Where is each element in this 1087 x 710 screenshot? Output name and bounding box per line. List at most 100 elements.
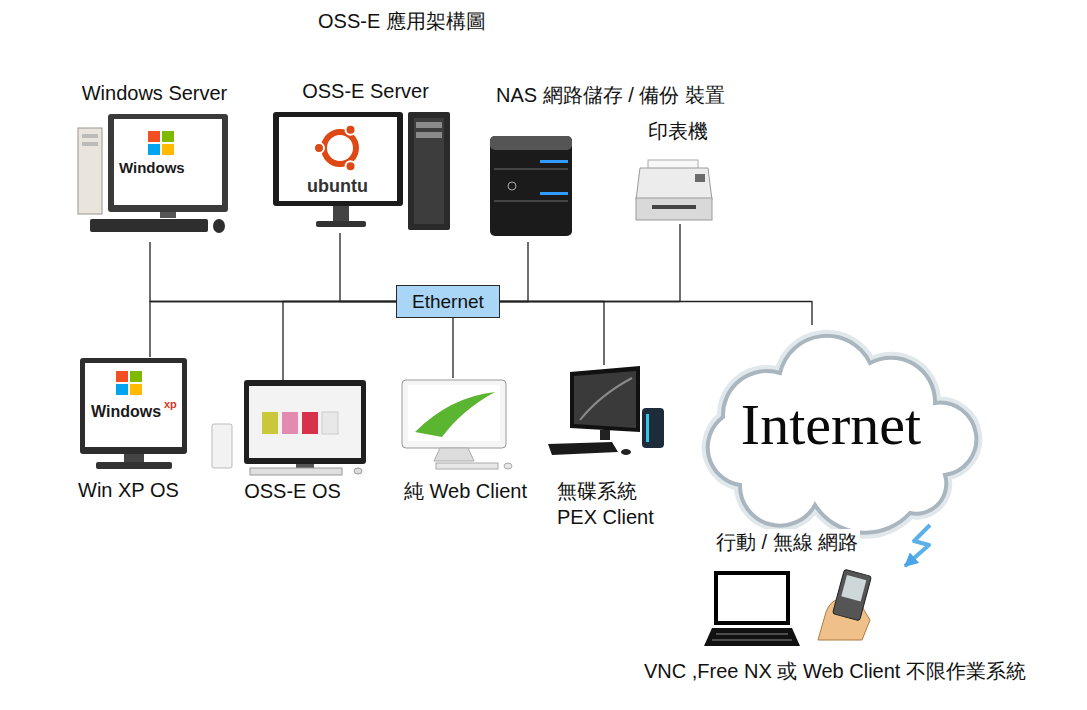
ethernet-wire xyxy=(500,242,528,302)
nas-device-icon-part xyxy=(494,200,568,202)
internet-cloud: Internet xyxy=(695,325,967,525)
windows-server-icon xyxy=(78,114,228,233)
eebox-pc-icon-part xyxy=(250,468,342,475)
eebox-pc-icon xyxy=(212,380,366,475)
ubuntu-server-icon-part xyxy=(279,117,397,201)
wireless-link xyxy=(905,525,930,566)
ethernet-wire xyxy=(283,302,396,381)
eebox-pc-icon-part xyxy=(262,412,278,434)
cloud-shape xyxy=(708,336,977,533)
eebox-pc-icon-part xyxy=(244,380,366,464)
diskless-pc-icon-part xyxy=(570,366,640,432)
printer-icon-part xyxy=(636,168,712,200)
nas-device-icon-part xyxy=(494,168,568,170)
ubuntu-server-icon-part xyxy=(346,125,356,135)
windows-server-icon-part xyxy=(90,219,208,232)
mobile-devices-icon xyxy=(704,569,871,646)
mobile-devices-icon-part xyxy=(716,634,788,635)
storage-device: NAS 網路儲存 / 備份 裝置 xyxy=(468,82,753,242)
cloud-glow xyxy=(708,336,977,533)
mobile-devices-icon-part xyxy=(841,575,866,601)
web-client-icon-part xyxy=(408,385,500,441)
ubuntu-server-icon-part xyxy=(416,132,442,138)
ubuntu-server-icon-part xyxy=(408,112,450,230)
client-device: 純 Web Client xyxy=(388,378,543,504)
windows-server-icon-part xyxy=(148,131,160,142)
node-label: OSS-E OS xyxy=(244,478,341,504)
winxp-pc-icon-part xyxy=(130,384,142,395)
diskless-pc-icon-part xyxy=(548,442,618,455)
printer-icon-part xyxy=(652,205,696,209)
node-label: NAS 網路儲存 / 備份 裝置 xyxy=(496,82,725,108)
ethernet-wire xyxy=(500,302,812,326)
diskless-pc-icon-part xyxy=(600,430,610,440)
winxp-pc-icon-part xyxy=(124,454,144,462)
web-client-icon-part xyxy=(434,448,474,461)
web-client-icon-part xyxy=(402,380,506,448)
ubuntu-server-icon-part xyxy=(414,118,444,224)
logo-text: Windows xyxy=(119,160,185,175)
eebox-pc-icon-part xyxy=(322,412,338,434)
mobile-devices-icon-part xyxy=(833,569,872,621)
node-label: VNC ,Free NX 或 Web Client 不限作業系統 xyxy=(644,658,1026,684)
mobile-devices-icon-part xyxy=(704,628,800,646)
eebox-pc-icon-part xyxy=(354,468,362,474)
eebox-pc-icon-part xyxy=(249,386,361,458)
printer-icon-part xyxy=(636,198,712,220)
logo-text: Windows xyxy=(91,404,161,420)
diagram-title: OSS-E 應用架構圖 xyxy=(318,8,486,34)
mobile-devices-icon-part xyxy=(712,640,792,641)
windows-server-icon-part xyxy=(82,142,98,146)
ubuntu-server-icon-part xyxy=(333,206,349,221)
winxp-pc-icon-part xyxy=(130,371,142,382)
web-client-icon-part xyxy=(504,463,512,469)
network-bus-box: Ethernet xyxy=(396,285,500,318)
server-device: OSS-E Server xyxy=(268,78,463,233)
diskless-pc-icon-part xyxy=(580,378,632,420)
web-client-icon-part xyxy=(415,392,495,437)
ubuntu-server-icon-part xyxy=(416,122,442,128)
node-label: Internet xyxy=(741,393,921,457)
diskless-pc-icon-part xyxy=(621,449,631,455)
diskless-pc-icon-part xyxy=(574,371,636,428)
web-client-icon xyxy=(402,380,512,469)
logo-text: ubuntu xyxy=(307,177,368,195)
printer-icon-part xyxy=(695,174,705,182)
winxp-pc-icon-part xyxy=(96,462,172,469)
client-device: Win XP OS xyxy=(72,357,207,503)
winxp-pc-icon-part xyxy=(80,358,187,454)
windows-server-icon-part xyxy=(114,119,222,205)
eebox-pc-icon-part xyxy=(302,412,318,434)
ethernet-wire xyxy=(500,302,604,366)
eebox-pc-icon-part xyxy=(212,424,232,468)
printer-icon xyxy=(636,160,712,220)
diskless-pc-icon-part xyxy=(642,408,664,448)
node-label: Win XP OS xyxy=(78,477,179,503)
ubuntu-server-icon-part xyxy=(314,143,324,153)
printer-device: 印表機 xyxy=(628,118,728,224)
ubuntu-server-icon xyxy=(273,112,450,230)
windows-server-icon-part xyxy=(160,212,176,218)
windows-server-icon-part xyxy=(213,219,225,233)
diskless-pc-icon xyxy=(548,366,664,455)
web-client-icon-part xyxy=(436,463,498,469)
eebox-pc-icon-part xyxy=(296,464,314,468)
nas-device-icon-part xyxy=(490,136,572,150)
ethernet-wire xyxy=(340,233,396,302)
nas-device-icon-part xyxy=(540,160,568,163)
windows-server-icon-part xyxy=(162,144,174,155)
windows-server-icon-part xyxy=(78,128,102,214)
winxp-pc-icon-part xyxy=(85,363,182,447)
ethernet-wire xyxy=(150,242,396,302)
diskless-pc-icon-part xyxy=(646,414,649,442)
node-label: 印表機 xyxy=(648,118,708,144)
windows-server-icon-part xyxy=(148,144,160,155)
ubuntu-server-icon-part xyxy=(273,112,403,206)
winxp-pc-icon xyxy=(80,358,187,469)
nas-device-icon xyxy=(490,136,572,236)
ethernet-wire xyxy=(500,224,680,302)
winxp-pc-icon-part xyxy=(116,371,128,382)
